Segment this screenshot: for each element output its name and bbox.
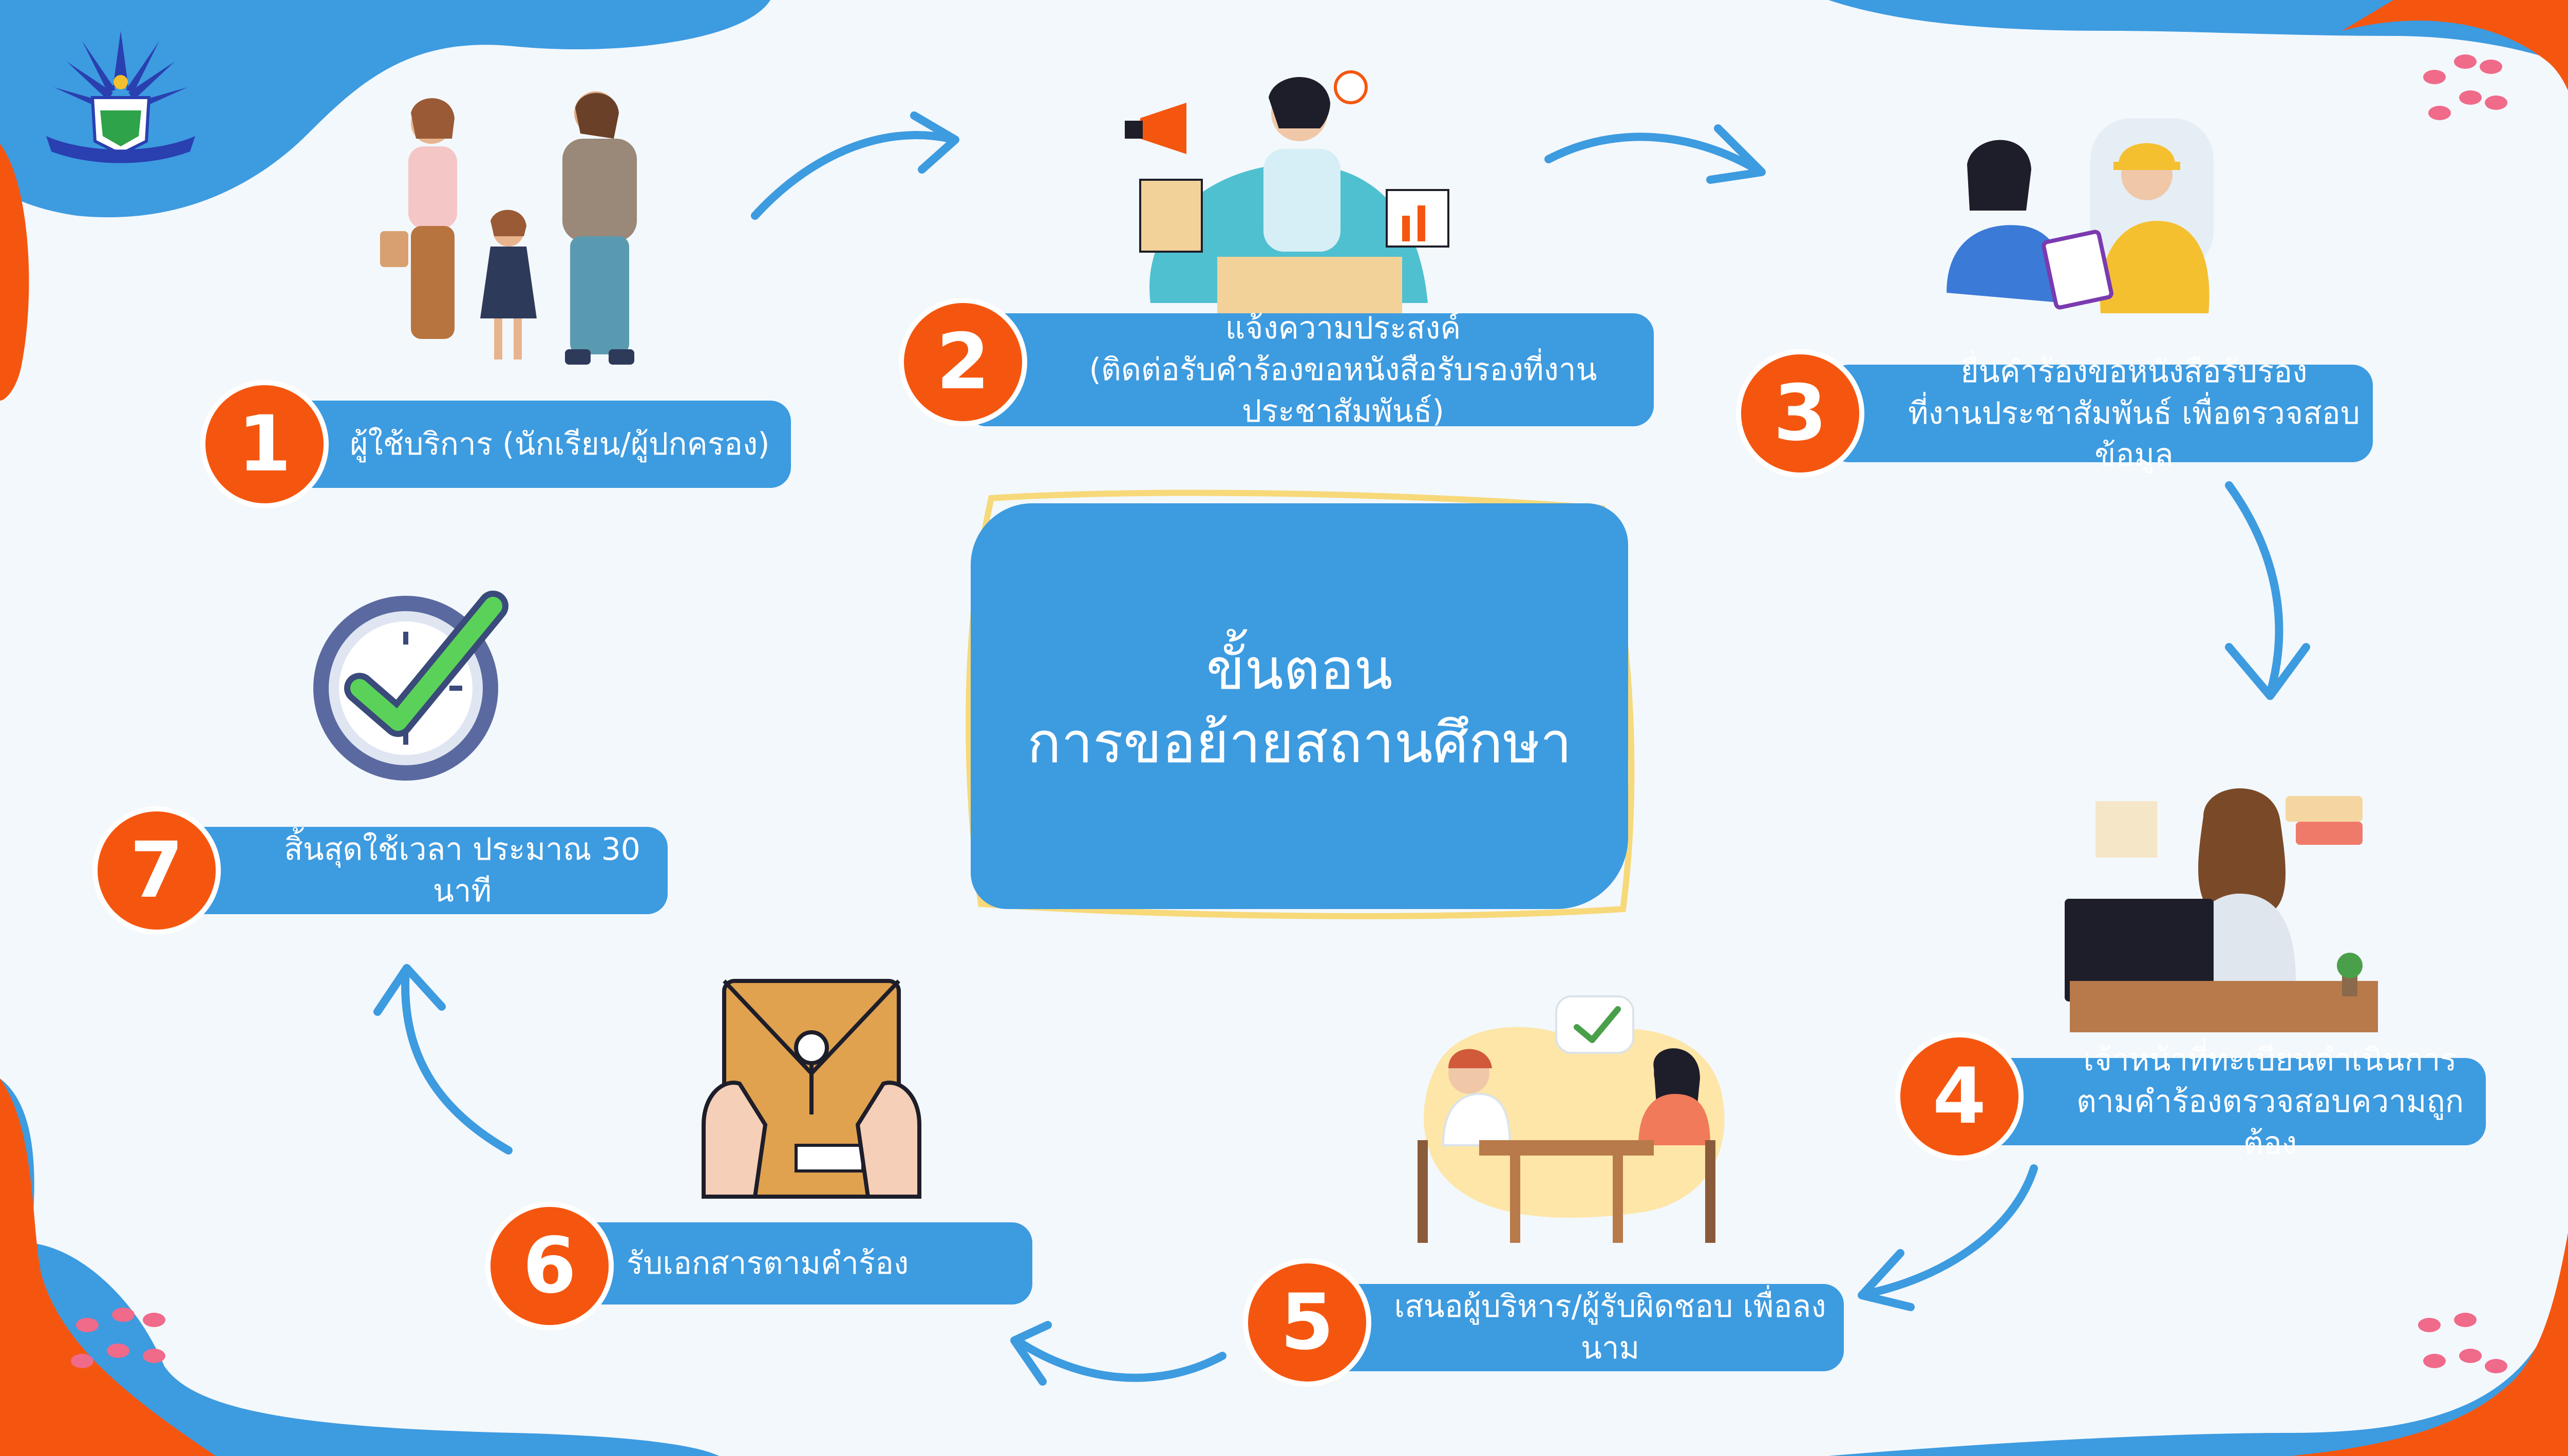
step-2-banner: แจ้งความประสงค์ (ติดต่อรับคำร้องขอหนังสื… — [966, 310, 1654, 429]
corner-blob-top-left — [0, 0, 770, 218]
step-4-text-line1: เจ้าหน้าที่ทะเบียนดำเนินการ — [2083, 1042, 2457, 1078]
step-2-text-line2: (ติดต่อรับคำร้องขอหนังสือรับรองที่งานประ… — [1089, 351, 1597, 429]
corner-blob-left-orange — [0, 144, 29, 401]
school-logo — [46, 31, 195, 163]
arrow-2-to-3 — [1544, 124, 1766, 184]
step-1-banner: ผู้ใช้บริการ (นักเรียน/ผู้ปกครอง) — [277, 401, 791, 488]
step-5-banner: เสนอผู้บริหาร/ผู้รับผิดชอบ เพื่อลงนาม — [1315, 1284, 1844, 1371]
corner-blob-bottom-right — [1828, 1233, 2568, 1456]
step-2-text-line1: แจ้งความประสงค์ — [1225, 310, 1461, 346]
step-3-number: 3 — [1736, 349, 1864, 478]
dots-top-right — [2423, 54, 2507, 120]
step-4-banner: เจ้าหน้าที่ทะเบียนดำเนินการ ตามคำร้องตรว… — [1972, 1042, 2486, 1161]
step-3-text-line1: ยื่นคำร้องขอหนังสือรับรอง — [1960, 353, 2308, 390]
arrow-6-to-7 — [373, 964, 513, 1155]
delivery-illustration — [1947, 118, 2214, 313]
step-2-number: 2 — [899, 298, 1027, 426]
step-4-number: 4 — [1895, 1032, 2024, 1161]
dots-bottom-right — [2418, 1313, 2507, 1373]
dots-bottom-left — [71, 1308, 165, 1368]
step-7-text: สิ้นสุดใช้เวลา ประมาณ 30 นาที — [284, 831, 640, 909]
step-6-number: 6 — [485, 1202, 614, 1330]
step-5-number: 5 — [1243, 1258, 1371, 1387]
arrow-5-to-6 — [1010, 1321, 1226, 1386]
step-1-number: 1 — [200, 380, 329, 508]
corner-blob-bottom-left — [0, 1079, 719, 1456]
arrow-1-to-2 — [751, 111, 959, 220]
step-6-text: รับเอกสารตามคำร้อง — [627, 1245, 909, 1281]
arrow-3-to-4 — [2225, 481, 2310, 700]
family-illustration — [380, 91, 637, 365]
arrow-4-to-5 — [1858, 1164, 2038, 1311]
center-title-line1: ขั้นตอน — [1206, 636, 1393, 702]
step-7-number: 7 — [92, 806, 221, 935]
step-4-text-line2: ตามคำร้องตรวจสอบความถูกต้อง — [2076, 1083, 2464, 1161]
step-3-text-line2: ที่งานประชาสัมพันธ์ เพื่อตรวจสอบข้อมูล — [1908, 395, 2360, 473]
announcer-illustration — [1125, 70, 1449, 313]
step-7-banner: สิ้นสุดใช้เวลา ประมาณ 30 นาที — [164, 827, 668, 914]
clock-check-icon — [313, 591, 508, 781]
step-5-text: เสนอผู้บริหาร/ผู้รับผิดชอบ เพื่อลงนาม — [1394, 1289, 1826, 1366]
officer-desk-illustration — [2065, 788, 2378, 1032]
envelope-illustration — [702, 979, 921, 1199]
center-title-box: ขั้นตอน การขอย้ายสถานศึกษา — [971, 503, 1628, 909]
corner-blob-top-right — [1828, 0, 2568, 91]
meeting-illustration — [1418, 995, 1725, 1243]
step-1-text: ผู้ใช้บริการ (นักเรียน/ผู้ปกครอง) — [350, 426, 770, 462]
step-3-banner: ยื่นคำร้องขอหนังสือรับรอง ที่งานประชาสัม… — [1828, 354, 2373, 473]
center-title-line2: การขอย้ายสถานศึกษา — [1027, 710, 1572, 776]
step-6-banner: รับเอกสารตามคำร้อง — [555, 1222, 1032, 1304]
